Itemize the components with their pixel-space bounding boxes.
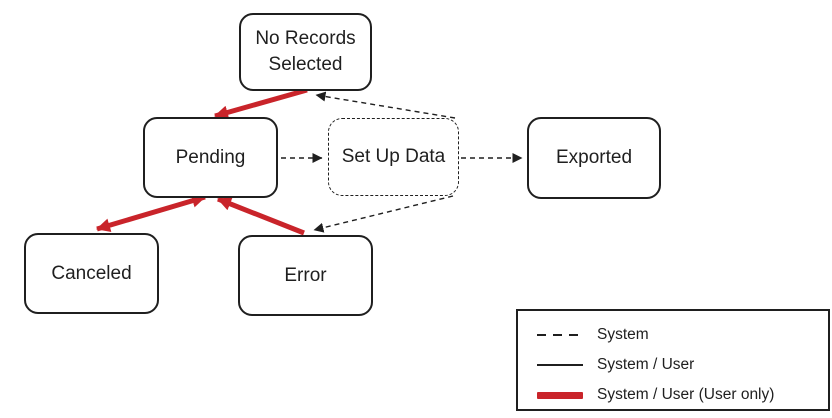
- state-node-pending: Pending: [143, 117, 278, 198]
- legend-item-system-user: System / User: [518, 350, 828, 380]
- state-label-error: Error: [284, 264, 327, 286]
- legend: System System / User System / User (User…: [516, 309, 830, 411]
- edge-norecords-to-pending: [214, 87, 308, 120]
- dashed-line-sample: [537, 334, 583, 336]
- state-label-canceled: Canceled: [51, 262, 132, 284]
- state-node-set-up-data: Set Up Data: [328, 118, 459, 196]
- state-node-canceled: Canceled: [24, 233, 159, 314]
- edge-error-to-pending: [217, 196, 305, 236]
- edge-pending-canceled-bidirectional: [96, 193, 206, 233]
- state-node-exported: Exported: [527, 117, 661, 199]
- state-label-pending: Pending: [175, 146, 246, 168]
- legend-item-system: System: [518, 320, 828, 350]
- state-label-set-up-data: Set Up Data: [341, 146, 446, 168]
- edge-setupdata-to-norecords: [315, 91, 456, 119]
- legend-item-system-user-only: System / User (User only): [518, 380, 828, 410]
- legend-label-system-user-only: System / User (User only): [597, 386, 775, 403]
- state-node-error: Error: [238, 235, 373, 316]
- thick-red-line-sample: [537, 391, 583, 399]
- solid-line-sample: [537, 364, 583, 366]
- legend-label-system: System: [597, 326, 649, 343]
- state-label-exported: Exported: [555, 147, 633, 169]
- legend-label-system-user: System / User: [597, 356, 695, 373]
- state-node-no-records-selected: No Records Selected: [239, 13, 372, 91]
- state-label-no-records-selected: No Records Selected: [255, 28, 356, 75]
- edge-setupdata-to-error: [313, 195, 454, 233]
